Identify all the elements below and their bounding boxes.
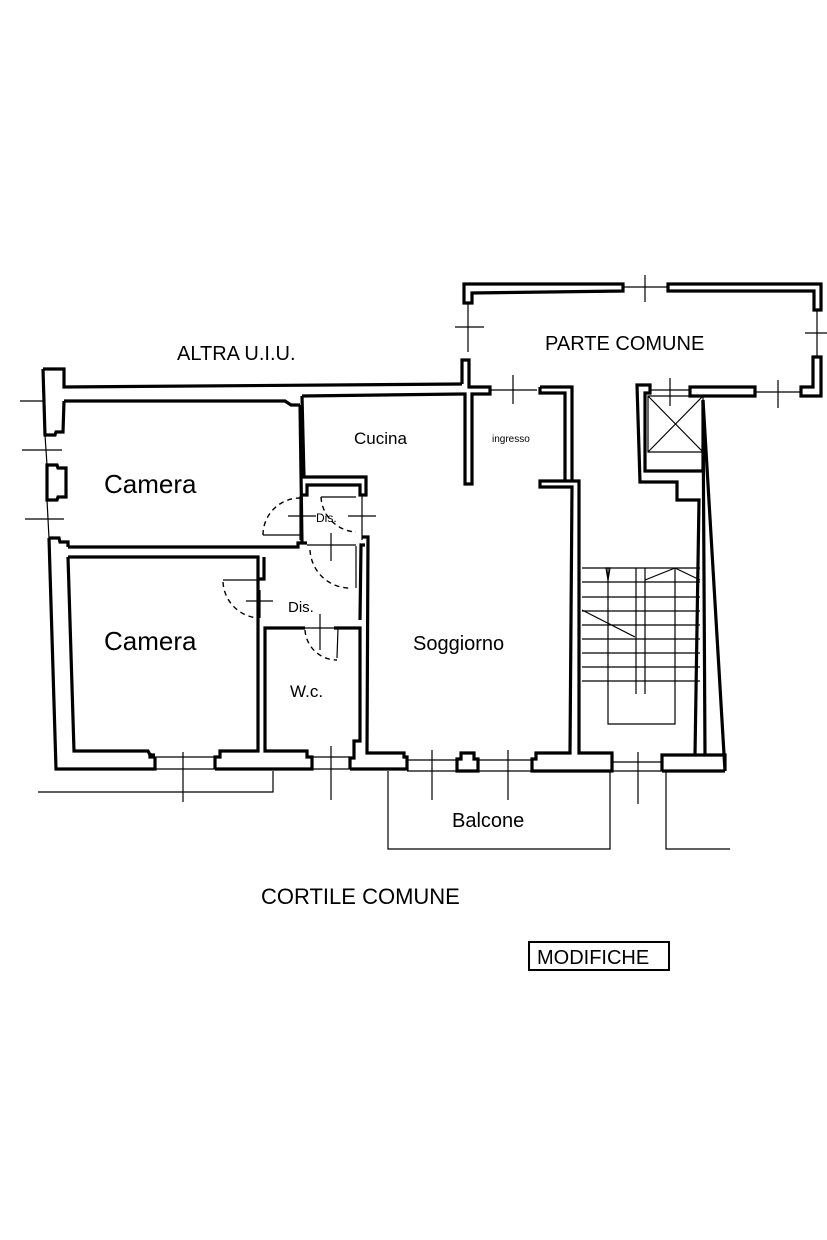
landing-right-wall	[799, 355, 823, 398]
camera-partition-b	[68, 555, 266, 581]
ingresso-right-inner	[538, 387, 567, 481]
left-outer-wall	[47, 537, 157, 771]
wc-walls	[215, 626, 314, 771]
cucina-top-wall	[301, 392, 463, 398]
modifiche-box	[528, 941, 670, 971]
landing-bottom-wall	[688, 385, 757, 398]
window-stair	[612, 752, 662, 804]
door-elevator	[650, 378, 690, 406]
window-soggiorno-2	[478, 750, 532, 800]
facade-pier-center	[455, 751, 480, 773]
door-dis1	[288, 496, 376, 540]
door-swings	[222, 496, 357, 661]
room-label-wc: W.c.	[290, 682, 323, 701]
room-label-camera-1: Camera	[104, 469, 197, 499]
window-camera2	[155, 752, 215, 802]
door-swing-camera2	[222, 581, 259, 619]
stair-arrow-icon	[605, 567, 611, 581]
labels: ALTRA U.I.U. PARTE COMUNE Camera Camera …	[104, 333, 704, 971]
door-camera2	[246, 590, 273, 618]
landing-top-right-wall	[666, 282, 823, 312]
window-wc	[312, 746, 350, 800]
window-left-2	[25, 499, 64, 539]
window-landing-bottom	[755, 380, 801, 408]
door-swing-dis1	[320, 496, 357, 533]
cucina-bottom-wall	[300, 395, 368, 497]
door-swing-dis1-bottom	[309, 549, 353, 589]
stair-treads	[582, 567, 700, 682]
window-landing-top	[623, 275, 668, 302]
window-left-1	[22, 434, 62, 466]
left-pilaster-top	[41, 368, 66, 437]
facade-seg-1	[213, 579, 260, 769]
bottom-facade	[148, 383, 727, 773]
camera1-right-wall	[298, 404, 304, 544]
window-soggiorno-1	[407, 750, 457, 800]
parte-comune-walls	[462, 282, 823, 453]
label-cortile-comune: CORTILE COMUNE	[261, 884, 460, 909]
door-swing-camera1	[262, 497, 301, 536]
room-label-cucina: Cucina	[354, 429, 407, 448]
room-label-dis-2: Dis.	[288, 599, 314, 616]
label-parte-comune: PARTE COMUNE	[545, 333, 704, 355]
label-altra-uiu: ALTRA U.I.U.	[177, 343, 296, 365]
stairwell-right-wall	[662, 399, 727, 773]
room-label-ingresso: ingresso	[492, 434, 530, 445]
wc-right-wall	[334, 626, 362, 769]
ground-line-right	[665, 771, 730, 850]
balcone-outline	[387, 771, 611, 850]
landing-top-left-wall	[462, 282, 625, 305]
elevator-cross	[647, 395, 704, 453]
window-landing-left	[455, 303, 484, 352]
ingresso-right-wall-top	[540, 385, 574, 481]
window-landing-right	[805, 310, 827, 357]
soggiorno-left-wall	[350, 535, 409, 771]
left-inner-wall	[66, 556, 155, 757]
door-swing-wc	[304, 629, 338, 661]
camera-partition-a	[68, 541, 307, 549]
windows	[20, 275, 827, 850]
room-label-soggiorno: Soggiorno	[413, 633, 504, 655]
staircase	[581, 567, 701, 725]
stair-break-lines	[581, 567, 701, 638]
room-label-camera-2: Camera	[104, 626, 197, 656]
facade-seg-0	[148, 753, 155, 759]
stairwell-walls	[635, 383, 705, 771]
soggiorno-right-wall	[530, 479, 614, 773]
ground-line-left	[38, 771, 274, 793]
door-ingresso	[490, 375, 537, 404]
top-wall-inner-camera	[64, 399, 300, 407]
door-dis1-bottom	[307, 533, 356, 561]
door-wc	[305, 614, 334, 650]
room-label-balcone: Balcone	[452, 810, 524, 832]
top-wall-outer	[43, 367, 463, 389]
door-leaves	[223, 546, 357, 659]
ingresso-partition	[460, 358, 492, 486]
stair-handrails	[607, 568, 676, 725]
room-label-dis-1: Dis.	[316, 511, 337, 525]
door-leaf-lines	[263, 496, 356, 536]
dis2-right-wall	[358, 543, 365, 621]
left-pilaster-bottom	[49, 536, 70, 547]
label-modifiche: MODIFICHE	[537, 947, 649, 969]
left-pilaster-mid	[45, 463, 68, 502]
